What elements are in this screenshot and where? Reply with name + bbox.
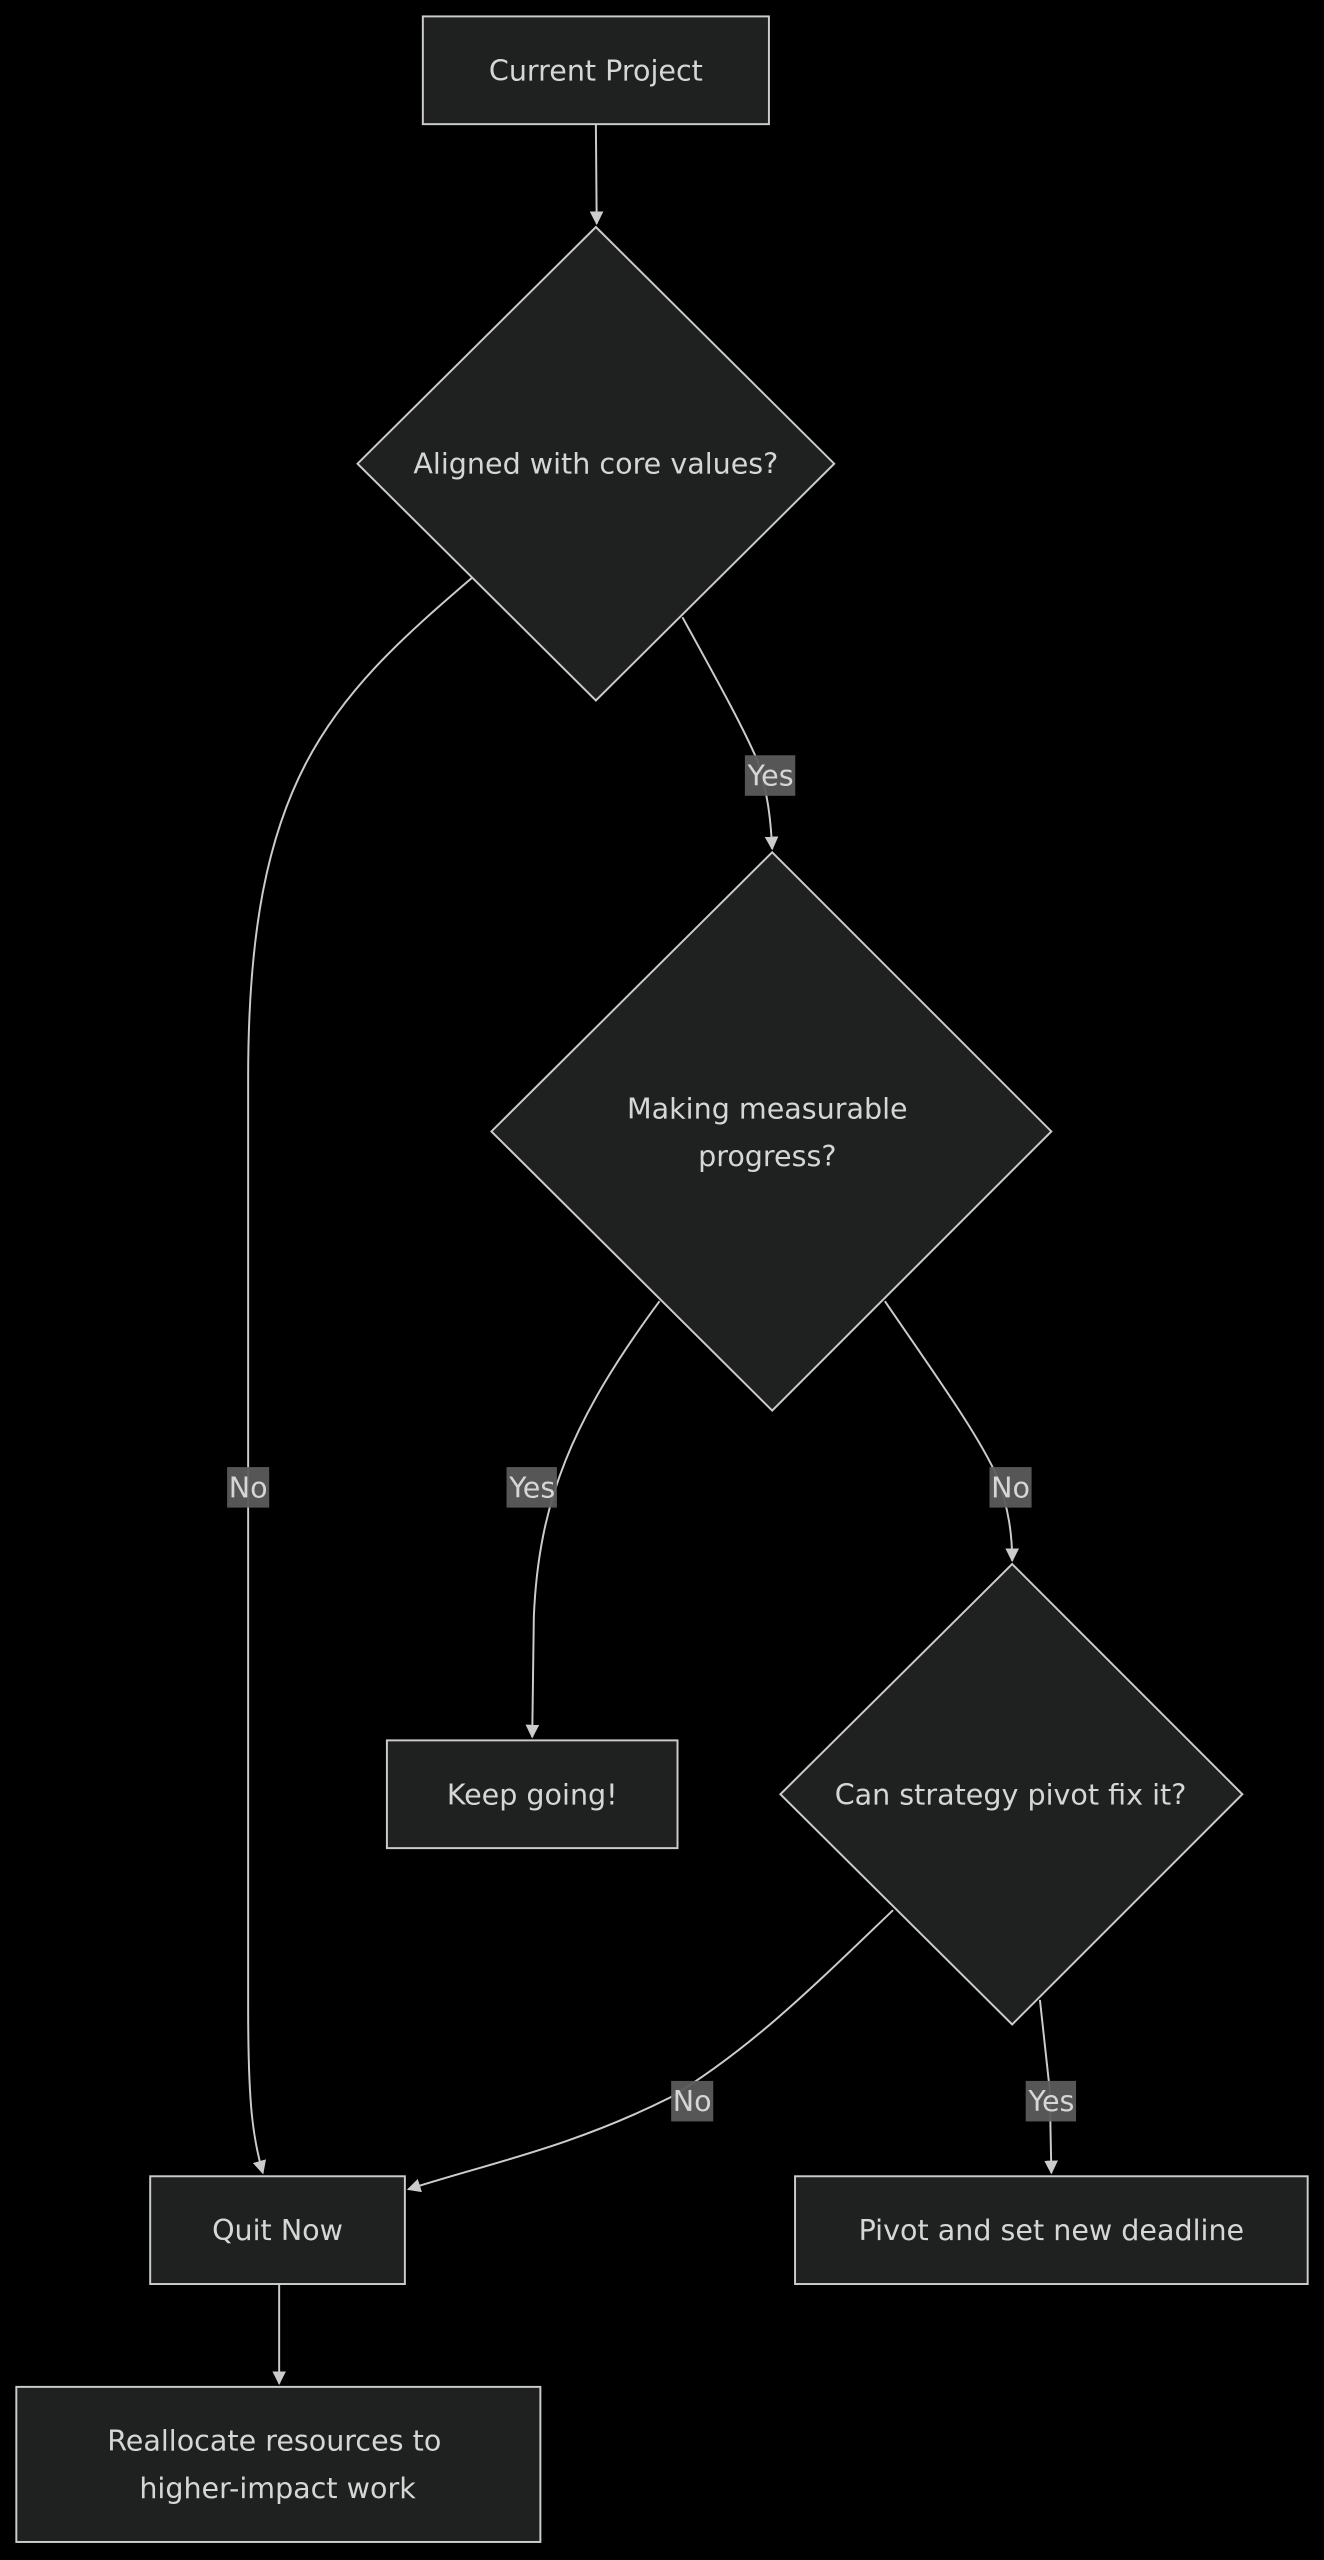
node-reallocate: Reallocate resources to higher-impact wo… (15, 2385, 542, 2543)
edge-label-pivot-no: No (671, 2080, 714, 2122)
edge-label-progress-no: No (989, 1467, 1032, 1508)
node-keep-going: Keep going! (385, 1739, 679, 1850)
edge-label-progress-yes: Yes (506, 1467, 557, 1508)
edge-label-text: Yes (747, 759, 794, 793)
edge-progress-no-to-pivotq (884, 1300, 1020, 1563)
node-label-line2: higher-impact work (139, 2471, 416, 2505)
node-current-project: Current Project (421, 15, 770, 126)
edge-current-to-aligned (589, 124, 604, 226)
edge-label-pivot-yes: Yes (1025, 2080, 1077, 2122)
decision-pivot: Can strategy pivot fix it? (778, 1562, 1244, 2026)
edge-progress-yes-to-keep (525, 1300, 661, 1739)
edge-label-text: Yes (1027, 2084, 1074, 2118)
edge-label-text: No (673, 2084, 712, 2118)
edge-aligned-no-to-quit (247, 577, 473, 2175)
edge-label-text: No (229, 1470, 268, 1504)
edge-label-aligned-no: No (227, 1467, 270, 1508)
node-label: Aligned with core values? (413, 447, 778, 481)
decision-aligned: Aligned with core values? (356, 225, 836, 702)
node-label-line1: Making measurable (627, 1092, 908, 1126)
node-label-line2: progress? (698, 1139, 836, 1173)
node-label: Current Project (489, 53, 703, 87)
edge-label-text: Yes (508, 1470, 555, 1504)
node-label: Keep going! (447, 1777, 618, 1811)
node-label: Can strategy pivot fix it? (835, 1777, 1187, 1811)
node-label: Pivot and set new deadline (859, 2213, 1245, 2247)
node-label-line1: Reallocate resources to (107, 2424, 441, 2458)
node-pivot-action: Pivot and set new deadline (794, 2175, 1309, 2285)
edge-label-text: No (991, 1470, 1030, 1504)
node-label: Quit Now (212, 2213, 343, 2247)
edge-label-aligned-yes: Yes (744, 755, 796, 796)
decision-progress: Making measurable progress? (490, 850, 1053, 1412)
node-quit-now: Quit Now (149, 2175, 406, 2285)
edge-pivotq-no-to-quit (406, 1909, 894, 2193)
edge-aligned-yes-to-progress (681, 616, 779, 851)
